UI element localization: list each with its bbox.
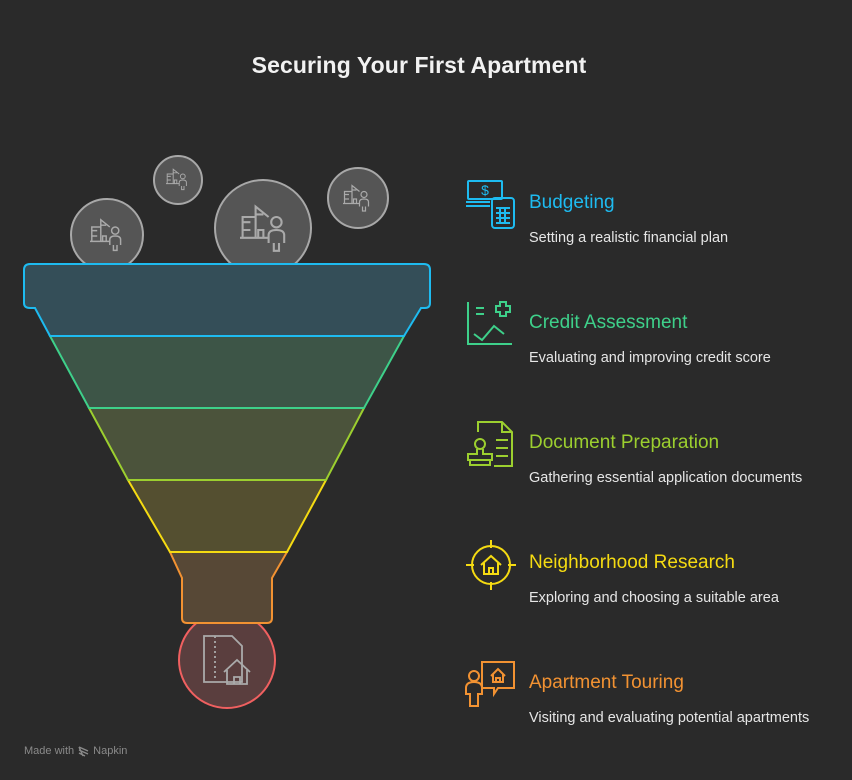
page-title: Securing Your First Apartment bbox=[251, 52, 587, 78]
made-with-text: Made with bbox=[24, 745, 75, 757]
funnel-diagram bbox=[23, 155, 431, 709]
step-credit-assessment: Credit Assessment Evaluating and improvi… bbox=[464, 298, 844, 378]
apartment-search-icon bbox=[153, 155, 203, 205]
funnel-layer-3 bbox=[87, 407, 366, 481]
step-neighborhood-research: Neighborhood Research Exploring and choo… bbox=[464, 538, 844, 618]
document-stamp-icon bbox=[467, 421, 513, 467]
footer-credit: Made with Napkin bbox=[24, 745, 127, 757]
secured-apartment-icon bbox=[178, 611, 276, 709]
step-description: Exploring and choosing a suitable area bbox=[529, 590, 779, 606]
step-label: Neighborhood Research bbox=[529, 552, 735, 573]
step-label: Credit Assessment bbox=[529, 312, 688, 333]
apartment-search-icon bbox=[327, 167, 389, 229]
step-description: Visiting and evaluating potential apartm… bbox=[529, 710, 810, 726]
funnel-layer-4 bbox=[126, 479, 328, 553]
svg-text:$: $ bbox=[481, 182, 489, 198]
house-target-icon bbox=[466, 540, 516, 590]
step-budgeting: $ Budgeting Setting a realistic financia… bbox=[464, 178, 844, 258]
step-label: Document Preparation bbox=[529, 432, 720, 453]
step-label: Apartment Touring bbox=[529, 672, 684, 693]
napkin-brand: Napkin bbox=[93, 745, 128, 757]
funnel-layer-2 bbox=[48, 335, 406, 409]
credit-chart-icon bbox=[467, 301, 512, 345]
step-description: Setting a realistic financial plan bbox=[529, 230, 729, 246]
step-label: Budgeting bbox=[529, 192, 615, 213]
step-description: Gathering essential application document… bbox=[529, 470, 803, 486]
apartment-search-icon bbox=[214, 179, 312, 277]
step-document-preparation: Document Preparation Gathering essential… bbox=[464, 418, 844, 498]
funnel-layer-5 bbox=[168, 551, 289, 624]
apartment-search-icon bbox=[70, 198, 144, 272]
step-apartment-touring: Apartment Touring Visiting and evaluatin… bbox=[464, 658, 844, 738]
funnel-layer-1 bbox=[23, 263, 431, 337]
napkin-logo-icon bbox=[78, 745, 89, 757]
money-calculator-icon: $ bbox=[466, 180, 515, 229]
person-house-speech-icon bbox=[465, 661, 515, 707]
step-description: Evaluating and improving credit score bbox=[529, 350, 771, 366]
